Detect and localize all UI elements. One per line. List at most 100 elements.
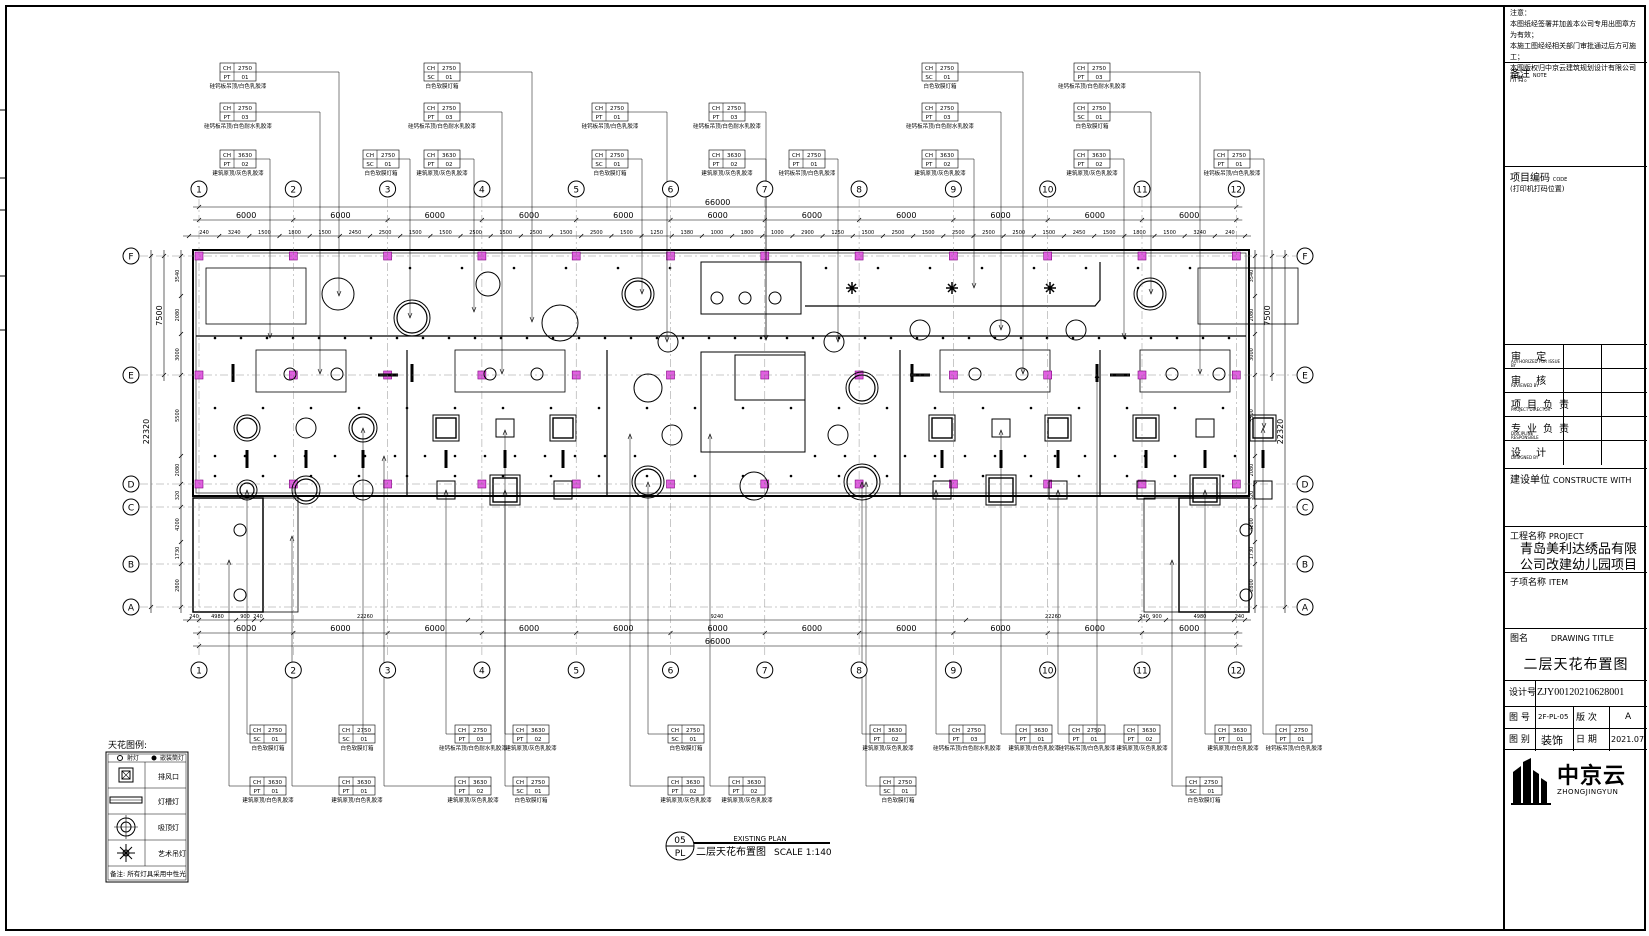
ceiling-tag-arrow: [502, 429, 508, 436]
downlight-icon: [707, 336, 711, 340]
downlight-icon: [963, 454, 967, 458]
grid-bubble: [850, 661, 868, 679]
downlight-icon: [501, 406, 505, 410]
downlight-icon: [668, 266, 672, 270]
left-inner-dim-tick: [178, 539, 184, 545]
ceiling-tag-ch: CH: [1077, 66, 1085, 72]
grid-bubble: [944, 661, 962, 679]
top-sub-dim-tick: [307, 233, 312, 239]
grid-bubble-label: 11: [1136, 667, 1147, 677]
smoke-detector-icon: [1239, 588, 1253, 602]
ceiling-tag-code: 02: [1096, 162, 1103, 168]
downlight-icon: [423, 454, 427, 458]
downlight-icon: [633, 454, 637, 458]
downlight-icon: [1221, 406, 1225, 410]
downlight-icon: [460, 266, 464, 270]
ceiling-tag-arrow: [707, 433, 713, 440]
top-sub-dim-label: 1000: [711, 230, 724, 236]
ceiling-tag-kind: SC: [1077, 115, 1084, 121]
downlight-icon: [309, 474, 313, 478]
downlight-icon: [1113, 454, 1117, 458]
ceiling-light-icon: [541, 304, 579, 342]
ceiling-tag-height: 2750: [268, 728, 282, 734]
ceiling-tag-ch: CH: [1077, 153, 1085, 159]
downlight-icon: [239, 336, 243, 340]
downlight-icon: [933, 474, 937, 478]
ceiling-tag-desc: 硅钙板吊顶/白色耐水乳胶漆: [439, 744, 507, 752]
chandelier-icon: [117, 844, 135, 862]
approval-divider: [1563, 369, 1564, 393]
right-inner-dim-tick: [1252, 539, 1258, 545]
ceiling-tag-code: 01: [272, 737, 279, 743]
downlight-icon: [551, 336, 555, 340]
bottom-sub-dim-tick: [465, 617, 471, 623]
remarks-en: NOTE: [1532, 73, 1547, 79]
ceiling-tag-ch: CH: [925, 106, 933, 112]
downlight-icon: [933, 454, 937, 458]
legend-header-right: 嵌装筒灯: [160, 754, 184, 762]
ceiling-tag-leader: [629, 434, 704, 787]
top-sub-dim-tick: [1031, 233, 1037, 239]
ceiling-tag-desc: 白色软膜灯箱: [251, 744, 285, 752]
downlight-icon: [941, 336, 945, 340]
top-sub-dim-tick: [548, 233, 554, 239]
grid-bubble-label: E: [128, 372, 134, 382]
panel-light-icon: [432, 414, 460, 442]
downlight-icon: [928, 266, 932, 270]
top-bay-dim-label: 6000: [990, 211, 1010, 220]
ceiling-tag-arrow: [226, 559, 232, 566]
grid-bubble-label: A: [1302, 604, 1309, 614]
grid-bubble: [1227, 180, 1245, 198]
ceiling-tag-leader: [825, 158, 839, 342]
bottom-bay-dim-label: 6000: [330, 624, 350, 633]
title-block: 注意： 本图纸经签署并加盖本公司专用出图章方为有效； 本施工图经经相关部门审批通…: [1503, 6, 1647, 930]
bottom-sub-dim-tick: [1163, 617, 1169, 623]
ceiling-tag-kind: PT: [672, 789, 679, 795]
ceiling-tag-leader: [628, 111, 668, 342]
approval-divider: [1601, 369, 1602, 393]
ceiling-tag-leader: [1096, 373, 1160, 735]
left-inner-dim-label: 2080: [175, 309, 181, 322]
drawing-title-en: DRAWING TITLE: [1550, 634, 1614, 643]
approval-label: 项目负责: [1511, 400, 1575, 411]
panel-light-ring: [931, 417, 953, 439]
ceiling-tag-kind: PT: [254, 789, 261, 795]
bottom-sub-dim-label: 240: [1235, 614, 1245, 620]
downlight-icon: [1203, 454, 1207, 458]
ceiling-tag-desc: 白色软膜灯箱: [340, 744, 374, 752]
cove-light-icon: [1056, 450, 1060, 468]
ceiling-tag-arrow: [1148, 288, 1154, 295]
downlight-icon: [843, 454, 847, 458]
ceiling-tag-kind: PT: [713, 115, 720, 121]
downlight-icon: [885, 406, 889, 410]
downlight-icon: [876, 266, 880, 270]
downlight-icon: [453, 474, 457, 478]
top-overall-dim-label: 66000: [705, 198, 730, 207]
grid-bubble: [1133, 180, 1151, 198]
ceiling-tag-ch: CH: [873, 728, 881, 734]
ceiling-tag-code: 01: [1236, 162, 1243, 168]
right-total-dim-tick: [1282, 604, 1288, 610]
grid-bubble: [190, 180, 208, 198]
ceiling-tag-leader: [445, 490, 491, 735]
date-value: 2021.07: [1611, 735, 1645, 744]
panel-light-icon: [553, 480, 573, 500]
legend-item-3: 艺术吊灯: [158, 849, 186, 858]
downlight-icon: [303, 454, 307, 458]
ceiling-tag-leader: [291, 536, 375, 787]
ceiling-tag-desc: 建筑原顶/灰色乳胶漆: [1116, 744, 1168, 752]
ceiling-light-ring: [624, 280, 652, 308]
grid-bubble-label: 6: [668, 667, 674, 677]
downlight-icon: [357, 406, 361, 410]
ceiling-tag-desc: 白色软膜灯箱: [1075, 122, 1109, 130]
